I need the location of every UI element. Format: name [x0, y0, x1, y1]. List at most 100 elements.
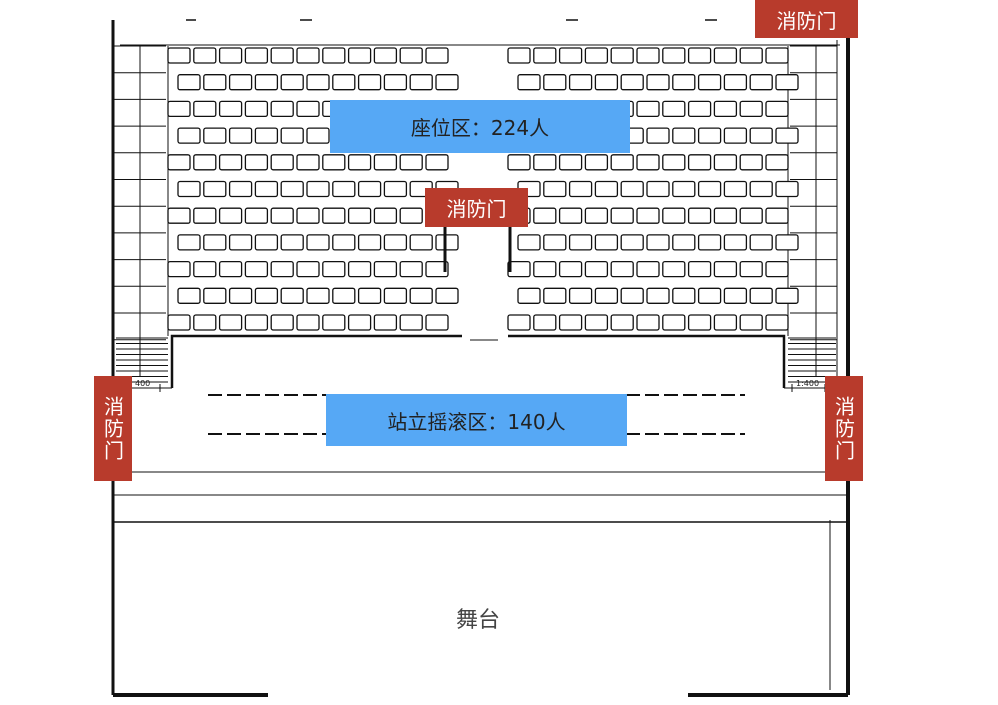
- seat: [697, 287, 722, 304]
- seat: [357, 234, 382, 251]
- stage-label: 舞台: [456, 608, 501, 633]
- seat: [594, 74, 619, 91]
- seat: [218, 207, 243, 224]
- seat: [203, 127, 227, 144]
- seat: [254, 74, 279, 91]
- seat: [775, 127, 799, 144]
- seat: [662, 260, 686, 278]
- seat: [620, 74, 644, 91]
- seat: [620, 180, 644, 198]
- seat: [646, 127, 670, 144]
- seat: [347, 47, 372, 64]
- seat: [533, 47, 557, 64]
- seat: [306, 234, 330, 251]
- seat: [177, 180, 201, 198]
- seat: [697, 180, 722, 198]
- seat: [739, 260, 763, 278]
- seat: [270, 47, 294, 64]
- seat: [620, 234, 644, 251]
- seat: [620, 287, 644, 304]
- seat: [296, 100, 320, 118]
- seat: [306, 127, 330, 144]
- seat: [322, 314, 346, 331]
- fire-exit-top-right: 消防门: [755, 0, 858, 38]
- seat: [306, 74, 330, 91]
- seat: [347, 260, 372, 278]
- seat: [332, 287, 356, 304]
- seat: [697, 234, 722, 251]
- seat: [687, 100, 712, 118]
- seat: [228, 74, 253, 91]
- seat: [662, 100, 686, 118]
- seat: [543, 180, 567, 198]
- seat: [517, 74, 541, 91]
- seat: [306, 180, 330, 198]
- seat: [244, 207, 269, 224]
- seat: [584, 314, 609, 331]
- seat: [765, 207, 789, 224]
- seat: [610, 314, 634, 331]
- seat: [687, 154, 712, 171]
- seat: [280, 287, 304, 304]
- seat: [409, 74, 433, 91]
- seat: [765, 47, 789, 64]
- seat: [697, 127, 722, 144]
- seat: [533, 314, 557, 331]
- seat: [723, 180, 748, 198]
- left-aisle-steps: [113, 45, 169, 383]
- seat: [399, 207, 423, 224]
- seat: [636, 314, 660, 331]
- seat: [373, 314, 398, 331]
- seat: [723, 234, 748, 251]
- seat: [507, 314, 531, 331]
- seat: [322, 207, 346, 224]
- platform-edge: [118, 334, 840, 392]
- seat: [193, 314, 217, 331]
- seat: [383, 234, 408, 251]
- seat: [177, 234, 201, 251]
- seat: [739, 47, 763, 64]
- seat: [322, 47, 346, 64]
- seat: [322, 260, 346, 278]
- seat: [584, 207, 609, 224]
- seat: [254, 287, 279, 304]
- seat: [332, 234, 356, 251]
- seat: [296, 154, 320, 171]
- seat: [218, 260, 243, 278]
- seat: [687, 47, 712, 64]
- seat: [584, 154, 609, 171]
- seat: [280, 180, 304, 198]
- seat: [610, 154, 634, 171]
- seat: [610, 260, 634, 278]
- seat: [270, 154, 294, 171]
- seat: [749, 287, 773, 304]
- seat: [662, 314, 686, 331]
- seat: [697, 74, 722, 91]
- seat: [357, 74, 382, 91]
- seat: [765, 314, 789, 331]
- seat: [646, 180, 670, 198]
- seat: [723, 74, 748, 91]
- seat: [775, 74, 799, 91]
- fire-exit-right: 消防门: [825, 376, 863, 481]
- seat: [347, 207, 372, 224]
- seat: [435, 287, 459, 304]
- seat: [672, 127, 696, 144]
- seat: [558, 207, 583, 224]
- seat: [507, 260, 531, 278]
- seat: [517, 287, 541, 304]
- seat: [765, 260, 789, 278]
- seat: [177, 74, 201, 91]
- seat: [254, 234, 279, 251]
- seat: [347, 154, 372, 171]
- seat: [636, 260, 660, 278]
- seat: [167, 47, 191, 64]
- seat: [713, 260, 738, 278]
- seat: [373, 47, 398, 64]
- seat: [270, 260, 294, 278]
- seat: [533, 260, 557, 278]
- seat: [636, 47, 660, 64]
- seat: [203, 234, 227, 251]
- seat: [193, 260, 217, 278]
- seat: [383, 287, 408, 304]
